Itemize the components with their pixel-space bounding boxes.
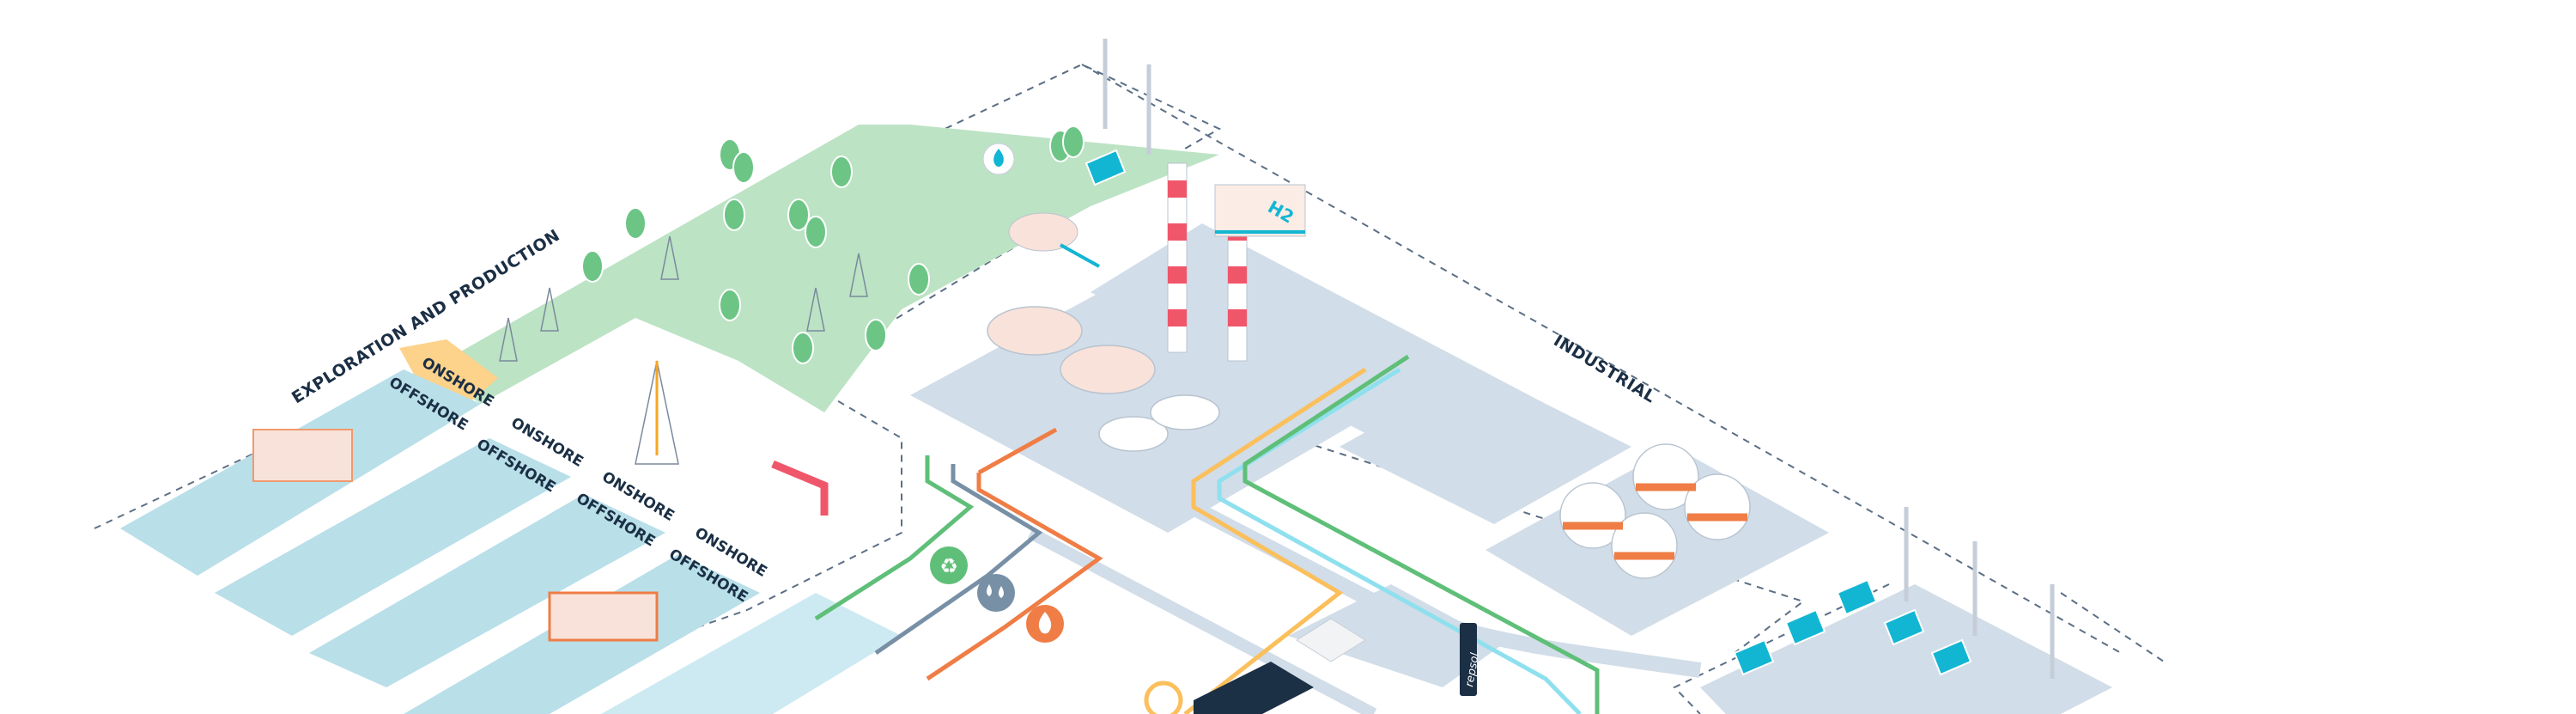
port-water [601, 593, 902, 714]
pipeline-yellow [1183, 367, 1367, 714]
oil-derricks [499, 235, 868, 465]
pipeline-green-right [1242, 354, 1600, 714]
flame-icon [1026, 605, 1064, 643]
service-station-ground [1288, 584, 1503, 687]
renewable-cycle-icon [1144, 680, 1183, 714]
chimneys [1167, 162, 1248, 362]
repsol-sign [1460, 623, 1477, 696]
renewables-ground [1700, 584, 2112, 714]
wind-turbines [1103, 39, 2055, 679]
solar-panels [1084, 149, 1972, 676]
road [1027, 527, 1377, 714]
offshore-platform [252, 429, 353, 482]
onshore-green-land [429, 125, 1219, 412]
svg-text:♻: ♻ [939, 554, 958, 578]
pipeline-slate [874, 464, 1043, 656]
repsol-sign-text: repsol [1463, 651, 1482, 687]
spherical-tanks [1559, 443, 1751, 579]
pipeline-green [814, 455, 975, 621]
hydrogen-plant [1214, 184, 1306, 237]
biogas-digester [1008, 212, 1078, 252]
pump-jack [771, 460, 829, 516]
pipeline-orange [926, 473, 1103, 681]
offshore-sea-3 [309, 494, 665, 687]
water-drop-icon [977, 574, 1015, 612]
biogas-pipe [1060, 243, 1100, 268]
refinery-tanks [987, 306, 1220, 452]
trees [581, 125, 1084, 364]
offshore-rig [548, 591, 659, 642]
industrial-zone-outline [995, 64, 2122, 654]
recycle-icon: ♻ [930, 546, 968, 584]
sphere-bands [1563, 483, 1747, 560]
petrochemical-ground [1340, 369, 1631, 524]
pipeline-orange-upper [977, 427, 1058, 475]
charging-station [1194, 662, 1314, 714]
station-canopy [1296, 618, 1366, 662]
zone-label-industrial: INDUSTRIAL [1550, 331, 1658, 406]
offshore-sea-2 [215, 438, 571, 636]
biogas-flame-icon [982, 143, 1015, 175]
